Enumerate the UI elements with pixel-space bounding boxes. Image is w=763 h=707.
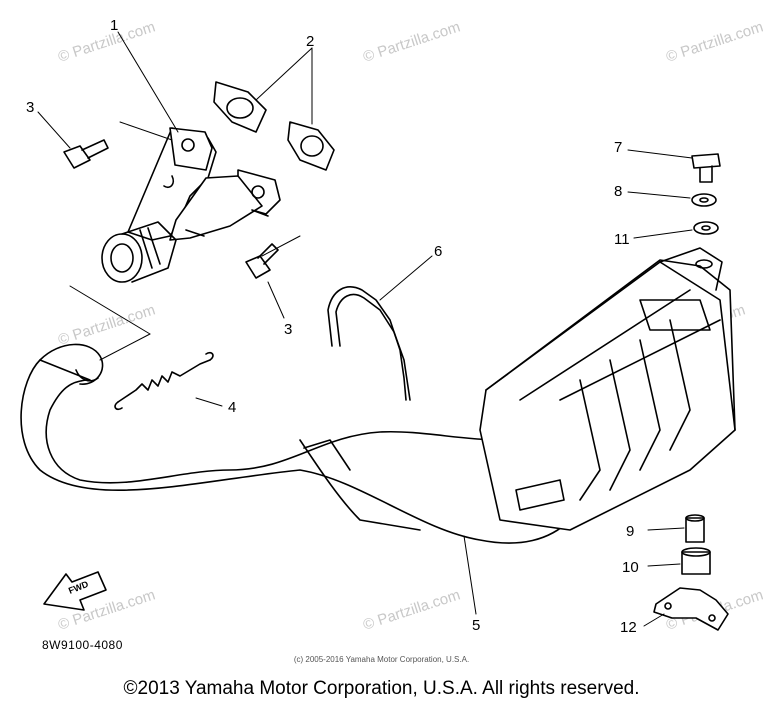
spring [114,351,214,411]
bolt-7 [691,153,721,183]
washer-8 [691,193,717,207]
exhaust-manifold [101,127,281,283]
copyright-notice: ©2013 Yamaha Motor Corporation, U.S.A. A… [123,678,640,699]
callout-2: 2 [306,33,314,50]
grommet-11 [693,221,719,235]
diagram-part-number: 8W9100-4080 [42,638,123,652]
muffler-assembly [20,247,736,544]
damper-10 [681,547,711,575]
watermark: © Partzilla.com [664,18,763,65]
watermark: © Partzilla.com [56,18,157,65]
callout-8: 8 [614,183,622,200]
bolt-upper-left [63,139,109,169]
collar-9 [685,514,705,543]
fwd-arrow-icon [43,571,107,611]
callout-3-lower: 3 [284,321,292,338]
callout-5: 5 [472,617,480,634]
callout-6: 6 [434,243,442,260]
bolt-lower [245,243,279,279]
callout-3-upper: 3 [26,99,34,116]
callout-1: 1 [110,17,118,34]
callout-7: 7 [614,139,622,156]
leader-lines [37,31,693,627]
watermark: © Partzilla.com [361,586,462,633]
callout-4: 4 [228,399,236,416]
callout-9: 9 [626,523,634,540]
callout-10: 10 [622,559,639,576]
callout-12: 12 [620,619,637,636]
callout-11: 11 [614,231,630,248]
heat-hose [327,286,411,401]
small-copyright: (c) 2005-2016 Yamaha Motor Corporation, … [293,655,470,664]
watermark: © Partzilla.com [361,18,462,65]
gaskets [213,81,335,171]
